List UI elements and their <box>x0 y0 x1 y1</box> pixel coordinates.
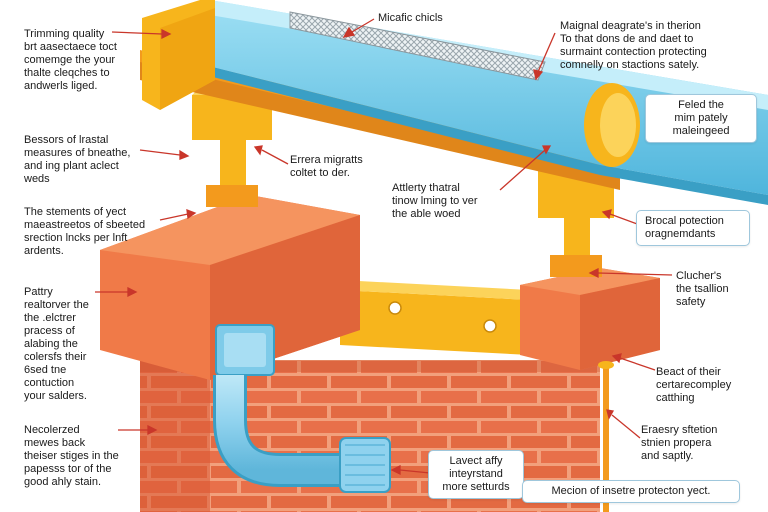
support-rod <box>598 361 614 512</box>
label-trimming-quality: Trimming quality brt aasectaece toct com… <box>24 28 117 92</box>
leader-line <box>597 272 673 276</box>
leader-line <box>351 18 375 33</box>
label-center-1: Errera migratts coltet to der. <box>290 154 363 179</box>
label-box-right-2: Brocal potection oragnemdants <box>636 210 750 246</box>
downspout-pipe <box>213 324 391 493</box>
leader-line <box>111 31 163 35</box>
bolt-icon <box>388 301 402 315</box>
label-center-2: Attlerty thatral tinow lming to ver the … <box>392 182 478 220</box>
end-cap-block <box>142 0 215 110</box>
leader-line <box>619 357 656 371</box>
label-left-4: Pattry realtorver the the .elctrer prace… <box>24 286 89 402</box>
label-left-5: Necolerzed mewes back theiser stiges in … <box>24 424 119 488</box>
support-beam-lower <box>340 280 530 355</box>
label-box-bottom-right: Mecion of insetre protecton yect. <box>522 480 740 503</box>
gutter-guard-mesh <box>289 11 546 81</box>
label-mesh-top: Micafic chicls <box>378 12 443 24</box>
leader-line <box>609 213 641 226</box>
gutter-clamp-ring <box>584 83 640 167</box>
bolt-icon <box>483 319 497 333</box>
label-right-5: Eraesry sftetion stnien propera and sapt… <box>641 424 718 462</box>
leader-line <box>261 149 289 165</box>
leader-line <box>537 32 556 73</box>
leader-line <box>399 469 431 474</box>
label-left-3: The stements of yect maeastreetos of sbe… <box>24 206 146 257</box>
bracket-right <box>538 162 620 277</box>
label-box-right: Feled the mim pately maleingeed <box>645 94 757 143</box>
label-right-4: Beact of their certarecompley catthing <box>656 366 732 404</box>
leader-line <box>139 149 181 156</box>
orange-block-right <box>520 268 660 370</box>
label-box-bottom-center: Lavect affy inteyrstand more setturds <box>428 450 524 499</box>
leader-line <box>499 149 546 191</box>
label-right-3: Clucher's the tsallion safety <box>676 270 729 308</box>
label-top-right: Maignal deagrate's in therion To that do… <box>560 20 707 71</box>
leader-lines <box>95 18 673 476</box>
leader-line <box>611 414 641 439</box>
label-left-2: Bessors of lrastal measures of bneathe, … <box>24 134 131 185</box>
leader-line <box>159 213 189 221</box>
